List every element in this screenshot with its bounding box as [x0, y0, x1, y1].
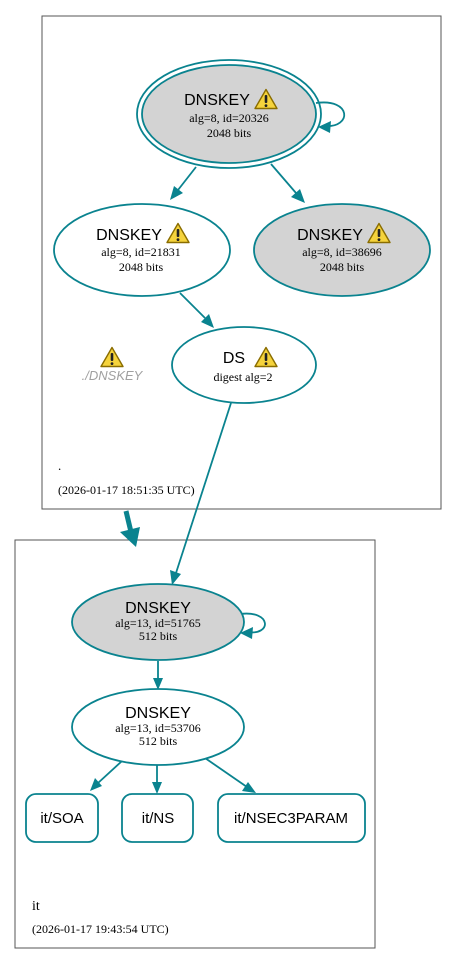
it-zsk-line2: 512 bits — [139, 734, 178, 748]
root-ksk-node[interactable]: DNSKEY alg=8, id=20326 2048 bits — [136, 59, 322, 169]
root-zone-name: . — [58, 458, 61, 473]
edge-zsk1-ds-arrow — [201, 314, 214, 328]
root-zone-border — [41, 15, 442, 510]
edges — [90, 101, 346, 794]
warning-icon — [100, 346, 124, 368]
it-nsec3param-label: it/NSEC3PARAM — [234, 810, 348, 827]
edge-root-ksk-self — [315, 101, 346, 127]
edge-it-zsk-soa-arrow — [90, 778, 102, 791]
edge-it-ksk-self — [239, 612, 266, 634]
it-nsec3param-node[interactable]: it/NSEC3PARAM — [217, 793, 366, 843]
it-soa-node[interactable]: it/SOA — [25, 793, 99, 843]
edge-delegation-arrow — [120, 527, 140, 547]
root-zsk1-ellipse — [53, 203, 231, 297]
root-ksk-title: DNSKEY — [184, 92, 250, 109]
edge-it-ksk-zsk-arrow — [153, 678, 163, 690]
root-missing-dnskey-label: ./DNSKEY — [82, 368, 144, 383]
root-ksk-line1: alg=8, id=20326 — [189, 111, 269, 125]
it-ksk-title: DNSKEY — [125, 600, 191, 617]
it-zsk-line1: alg=13, id=53706 — [115, 721, 201, 735]
root-ksk-ellipse — [141, 64, 317, 164]
edge-it-zsk-soa — [97, 760, 123, 784]
root-ds-node[interactable]: DS digest alg=2 — [171, 326, 317, 404]
root-ds-ellipse — [171, 326, 317, 404]
root-missing-dnskey-node[interactable]: ./DNSKEY — [82, 346, 144, 384]
it-zsk-title: DNSKEY — [125, 705, 191, 722]
root-zsk1-node[interactable]: DNSKEY alg=8, id=21831 2048 bits — [53, 203, 231, 297]
it-nsec3param-box — [217, 793, 366, 843]
it-zone-name: it — [32, 899, 40, 914]
it-ksk-line1: alg=13, id=51765 — [115, 616, 201, 630]
it-ksk-node[interactable]: DNSKEY alg=13, id=51765 512 bits — [71, 583, 245, 661]
root-zone-cluster: . (2026-01-17 18:51:35 UTC) — [41, 15, 442, 510]
root-zsk1-line2: 2048 bits — [119, 260, 164, 274]
edge-root-ksk-zsk2 — [270, 163, 297, 194]
edge-it-zsk-nsec3param — [204, 757, 248, 788]
root-ksk-line2: 2048 bits — [207, 126, 252, 140]
root-zone-timestamp: (2026-01-17 18:51:35 UTC) — [58, 483, 195, 497]
it-zsk-node[interactable]: DNSKEY alg=13, id=53706 512 bits — [71, 688, 245, 766]
root-zsk2-line2: 2048 bits — [320, 260, 365, 274]
root-zsk1-title: DNSKEY — [96, 227, 162, 244]
root-zsk2-line1: alg=8, id=38696 — [302, 245, 382, 259]
it-zsk-ellipse — [71, 688, 245, 766]
root-zsk2-node[interactable]: DNSKEY alg=8, id=38696 2048 bits — [253, 203, 431, 297]
it-zone-cluster: it (2026-01-17 19:43:54 UTC) — [14, 539, 376, 949]
root-ds-title: DS — [223, 350, 245, 367]
edge-root-ksk-zsk2-arrow — [291, 189, 305, 203]
root-zsk2-title: DNSKEY — [297, 227, 363, 244]
root-ksk-outer-ring — [136, 59, 322, 169]
root-zsk2-ellipse — [253, 203, 431, 297]
it-soa-box — [25, 793, 99, 843]
edge-zsk1-ds — [179, 292, 206, 319]
edge-root-ksk-zsk1 — [177, 166, 197, 191]
edge-it-zsk-ns-arrow — [152, 782, 162, 794]
it-zone-timestamp: (2026-01-17 19:43:54 UTC) — [32, 922, 169, 936]
root-zsk1-line1: alg=8, id=21831 — [101, 245, 181, 259]
it-soa-label: it/SOA — [40, 810, 83, 827]
edge-delegation — [123, 510, 134, 533]
it-zone-border — [14, 539, 376, 949]
it-ksk-ellipse — [71, 583, 245, 661]
it-ns-box — [121, 793, 194, 843]
it-ksk-line2: 512 bits — [139, 629, 178, 643]
edge-root-ksk-zsk1-arrow — [170, 186, 183, 200]
it-ns-label: it/NS — [142, 810, 175, 827]
edge-ds-it-ksk — [175, 402, 232, 574]
it-ns-node[interactable]: it/NS — [121, 793, 194, 843]
edge-it-ksk-self-arrow — [240, 627, 253, 639]
edge-ds-it-ksk-arrow — [170, 570, 181, 585]
edge-it-zsk-nsec3param-arrow — [242, 782, 256, 793]
root-ds-line1: digest alg=2 — [213, 370, 272, 384]
edge-root-ksk-self-arrow — [318, 121, 331, 133]
